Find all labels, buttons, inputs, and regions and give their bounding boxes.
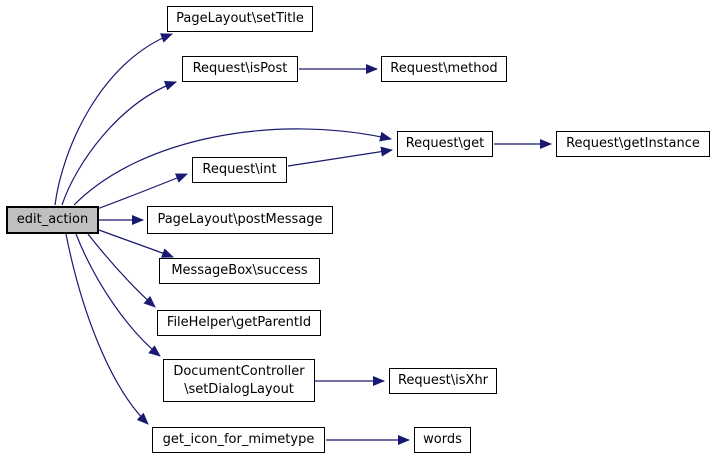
- edge-edit_action-to-request_get: [73, 128, 392, 206]
- node-request-method[interactable]: Request\method: [381, 56, 507, 82]
- edge-edit_action-to-messagebox_success: [98, 229, 174, 258]
- node-filehelper-getparentid[interactable]: FileHelper\getParentId: [157, 310, 321, 336]
- node-get-icon-for-mimetype[interactable]: get_icon_for_mimetype: [152, 427, 325, 453]
- edge-edit_action-to-request_ispost: [61, 80, 177, 206]
- edge-edit_action-to-filehelper_getparentid: [87, 233, 156, 308]
- node-request-getinstance[interactable]: Request\getInstance: [556, 131, 710, 157]
- node-edit_action: edit_action: [6, 206, 99, 234]
- edge-edit_action-to-request_int: [96, 173, 188, 210]
- node-request-get[interactable]: Request\get: [397, 131, 493, 157]
- node-request-ispost[interactable]: Request\isPost: [182, 56, 298, 82]
- node-messagebox-success[interactable]: MessageBox\success: [159, 258, 320, 284]
- node-words[interactable]: words: [414, 427, 471, 453]
- node-request-isxhr[interactable]: Request\isXhr: [389, 368, 497, 394]
- edge-request_int-to-request_get: [287, 146, 393, 167]
- edge-edit_action-to-pagelayout_settitle: [54, 33, 173, 206]
- node-documentcontroller-setdialoglayout[interactable]: DocumentController \setDialogLayout: [163, 359, 315, 402]
- node-request-int[interactable]: Request\int: [192, 157, 287, 183]
- edge-edit_action-to-get_icon_for_mimetype: [65, 233, 149, 425]
- edge-edit_action-to-documentcontroller_setdialoglayout: [75, 233, 161, 357]
- node-pagelayout-settitle[interactable]: PageLayout\setTitle: [167, 6, 313, 32]
- node-pagelayout-postmessage[interactable]: PageLayout\postMessage: [147, 206, 333, 234]
